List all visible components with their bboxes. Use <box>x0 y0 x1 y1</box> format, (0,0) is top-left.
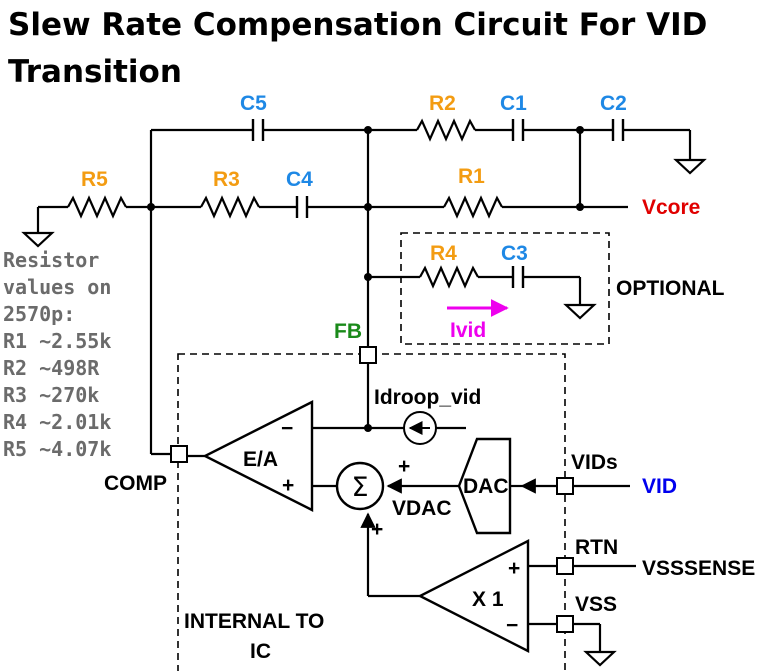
resistor-values-note: Resistor values on 2570p: R1 ~2.55k R2 ~… <box>3 248 111 461</box>
vss-ground-symbol <box>583 650 617 667</box>
c2-ground-symbol <box>673 158 707 175</box>
label-optional: OPTIONAL <box>616 277 725 300</box>
note-line: R5 ~4.07k <box>3 437 111 461</box>
label-r2: R2 <box>429 92 456 115</box>
junction-dot <box>364 203 372 211</box>
label-vid: VID <box>642 475 677 498</box>
junction-dot <box>147 203 155 211</box>
ea-minus: − <box>281 417 293 440</box>
note-line: R1 ~2.55k <box>3 329 111 353</box>
note-line: Resistor <box>3 248 99 272</box>
title-line-1: Slew Rate Compensation Circuit For VID <box>8 7 707 43</box>
junction-dot <box>364 126 372 134</box>
label-fb: FB <box>334 320 362 343</box>
r5-ground-symbol <box>21 231 55 248</box>
label-rtn: RTN <box>575 536 618 559</box>
label-idroop: Idroop_vid <box>374 386 481 409</box>
error-amplifier <box>202 400 314 512</box>
optional-box <box>400 232 610 345</box>
label-vcore: Vcore <box>642 196 700 219</box>
top-feedback-row <box>151 118 707 175</box>
label-vids: VIDs <box>571 451 618 474</box>
label-r1: R1 <box>458 165 485 188</box>
buffer-plus: + <box>508 557 520 580</box>
summing-node <box>335 461 385 511</box>
junction-dot <box>576 126 584 134</box>
label-c4: C4 <box>286 168 313 191</box>
r4-resistor <box>419 265 479 289</box>
label-r4: R4 <box>430 242 457 265</box>
vids-pin <box>556 477 574 495</box>
rtn-pin <box>556 557 574 575</box>
vss-pin <box>556 615 574 633</box>
label-internal-1: INTERNAL TO <box>184 610 324 633</box>
junction-dot <box>576 203 584 211</box>
comp-pin <box>170 445 188 463</box>
label-r5: R5 <box>81 168 108 191</box>
label-sum: Σ <box>351 472 368 503</box>
label-c5: C5 <box>240 92 267 115</box>
sum-plus-top: + <box>398 455 410 478</box>
label-ea: E/A <box>243 448 278 471</box>
note-line: R3 ~270k <box>3 383 99 407</box>
note-line: R2 ~498R <box>3 356 100 380</box>
r5-resistor <box>67 195 127 219</box>
note-line: values on <box>3 275 111 299</box>
dac-block <box>457 437 512 535</box>
buffer-minus: − <box>506 614 518 637</box>
label-vsssense: VSSSENSE <box>642 557 755 580</box>
middle-feedback-row <box>21 195 628 248</box>
note-line: R4 ~2.01k <box>3 410 111 434</box>
c3-ground-symbol <box>563 303 597 320</box>
unity-buffer <box>417 539 530 653</box>
label-vss: VSS <box>575 593 617 616</box>
label-c1: C1 <box>500 92 527 115</box>
title-line-2: Transition <box>8 54 182 90</box>
label-ivid: Ivid <box>450 319 486 342</box>
note-line: 2570p: <box>3 302 75 326</box>
r3-resistor <box>200 195 260 219</box>
label-r3: R3 <box>213 168 240 191</box>
sum-plus-bottom: + <box>371 518 383 541</box>
label-dac: DAC <box>463 475 509 498</box>
label-comp: COMP <box>104 472 167 495</box>
r2-resistor <box>416 118 476 142</box>
fb-pin <box>359 346 377 364</box>
label-vdac: VDAC <box>392 497 452 520</box>
label-c3: C3 <box>501 242 528 265</box>
label-c2: C2 <box>600 92 627 115</box>
label-x1: X 1 <box>472 588 504 611</box>
label-internal-2: IC <box>250 640 271 663</box>
ea-plus: + <box>282 474 294 497</box>
r1-resistor <box>443 195 503 219</box>
